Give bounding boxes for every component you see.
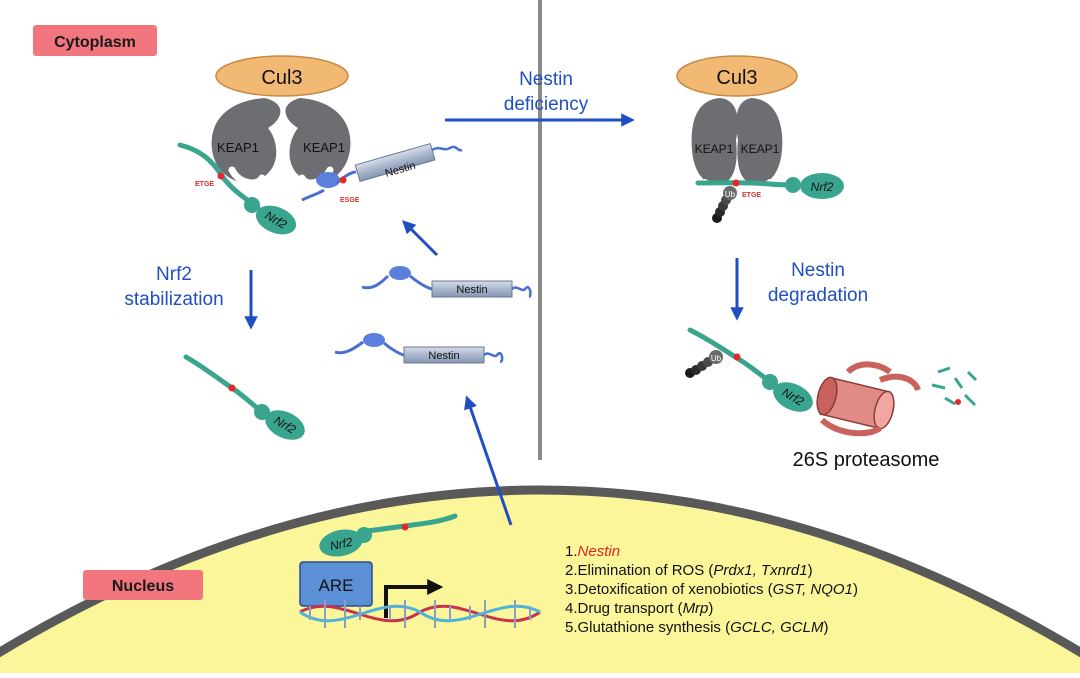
nucleus-label: Nucleus — [112, 578, 174, 595]
keap1-label-left-b: KEAP1 — [303, 140, 345, 155]
peptide-fragments — [931, 366, 978, 407]
keap1-label-right-a: KEAP1 — [695, 142, 734, 156]
cul3-label-left: Cul3 — [261, 67, 302, 89]
nrf2-nuclear: Nrf2 — [319, 513, 458, 557]
target-gene-item-5: 5.Glutathione synthesis (GCLC, GCLM) — [565, 619, 828, 636]
nestin-molecule-lower: Nestin — [334, 333, 504, 364]
cul3-ellipse-right — [676, 55, 798, 97]
esge-label-left: ESGE — [340, 197, 360, 204]
nestin-degradation-line1: Nestin — [791, 260, 845, 281]
arrow-nestin-binding — [402, 220, 439, 257]
cul3-label-right: Cul3 — [716, 67, 757, 89]
arrow-nestin-expression — [464, 395, 513, 526]
cytoplasm-tag: Cytoplasm — [33, 25, 157, 56]
target-gene-item-2: 2.Elimination of ROS (Prdx1, Txnrd1) — [565, 562, 813, 579]
nestin-label-upper: Nestin — [456, 284, 487, 296]
ub-label-right: Ub — [725, 190, 736, 199]
keap1-right-b — [736, 98, 783, 185]
proteasome-label: 26S proteasome — [793, 449, 940, 471]
nestin-deficiency-line2: deficiency — [504, 94, 589, 115]
keap1-left-b — [285, 98, 351, 183]
arrow-nrf2-stabilization: Nrf2 stabilization — [124, 264, 258, 330]
cytoplasm-label: Cytoplasm — [54, 34, 136, 51]
nrf2-free-left: Nrf2 — [183, 354, 305, 440]
nrf2-ubiquitinated: Nrf2 Ub — [685, 327, 813, 412]
nestin-rod-bound — [354, 142, 436, 183]
arrow-nestin-degradation: Nestin degradation — [730, 258, 868, 321]
nrf2-right — [800, 173, 844, 199]
etge-label-left: ETGE — [195, 181, 214, 188]
arrow-nestin-deficiency: Nestin deficiency — [445, 69, 635, 127]
keap1-label-right-b: KEAP1 — [741, 142, 780, 156]
nrf2-stabilization-line2: stabilization — [124, 289, 223, 310]
dna-helix — [299, 600, 541, 628]
target-gene-item-4: 4.Drug transport (Mrp) — [565, 600, 713, 617]
right-cul3-keap1-complex: Cul3 KEAP1 KEAP1 ETGE Nrf2 Ub — [676, 55, 844, 223]
target-gene-item-3: 3.Detoxification of xenobiotics (GST, NQ… — [565, 581, 858, 598]
are-label: ARE — [319, 576, 354, 595]
nrf2-label-right: Nrf2 — [811, 180, 834, 194]
keap1-right-a — [691, 98, 738, 185]
left-cul3-keap1-complex: Cul3 KEAP1 KEAP1 ETGE Nrf2 ESGE Nestin — [177, 55, 463, 235]
nestin-deficiency-line1: Nestin — [519, 69, 573, 90]
keap1-label-left-a: KEAP1 — [217, 140, 259, 155]
nrf2-stabilization-line1: Nrf2 — [156, 264, 192, 285]
nrf2-label-nuclear: Nrf2 — [329, 535, 354, 553]
nucleus-tag: Nucleus — [83, 570, 203, 600]
nestin-label-lower: Nestin — [428, 350, 459, 362]
target-gene-list: 1.Nestin 2.Elimination of ROS (Prdx1, Tx… — [565, 543, 858, 636]
proteasome — [816, 361, 921, 437]
ub-label-degraded: Ub — [711, 354, 722, 363]
nestin-molecule-upper: Nestin — [361, 266, 532, 299]
target-gene-item-1: 1.Nestin — [565, 543, 620, 560]
keap1-left-a — [211, 98, 281, 183]
nestin-degradation-line2: degradation — [768, 285, 868, 306]
nrf2-left — [255, 205, 297, 235]
cul3-ellipse-left — [215, 55, 349, 97]
ubiquitin-chain-right: Ub — [712, 186, 737, 223]
are-element: ARE — [299, 561, 373, 607]
etge-label-right: ETGE — [742, 192, 761, 199]
